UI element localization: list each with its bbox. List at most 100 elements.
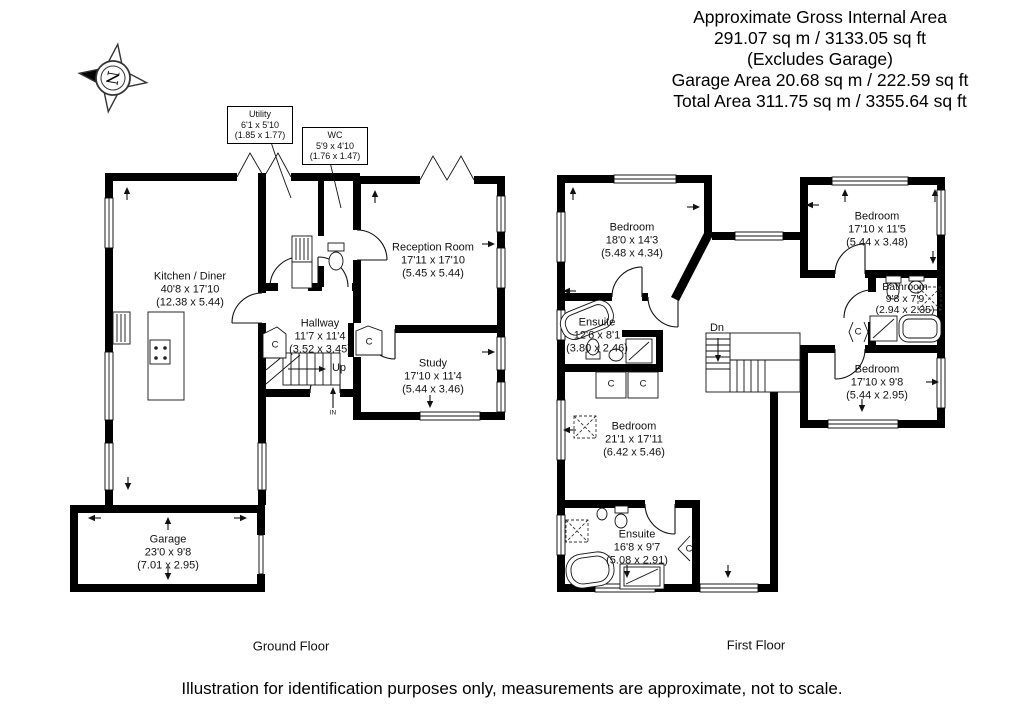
room-dim-metric: (5.44 x 3.46) bbox=[402, 383, 464, 396]
room-dim-imperial: 12'6 x 8'1 bbox=[573, 329, 621, 342]
closet-label: C bbox=[854, 326, 862, 338]
room-name: Bedroom bbox=[609, 221, 655, 234]
first-windows bbox=[556, 174, 946, 593]
ensuite2-label: Ensuite 16'8 x 9'7 (5.08 x 2.91) bbox=[606, 529, 668, 568]
closet-bracket bbox=[677, 535, 691, 562]
garage-label: Garage 23'0 x 9'8 (7.01 x 2.95) bbox=[137, 534, 199, 573]
closet-label: C bbox=[607, 378, 615, 390]
area-summary: Approximate Gross Internal Area 291.07 s… bbox=[630, 7, 1010, 112]
closet-first-1 bbox=[595, 371, 627, 399]
utility-leader-line bbox=[269, 138, 292, 199]
room-dim-metric: (5.44 x 2.95) bbox=[846, 389, 908, 402]
room-name: Ensuite bbox=[578, 316, 616, 329]
room-dim-imperial: 16'8 x 9'7 bbox=[613, 541, 661, 554]
room-dim-metric: (1.85 x 1.77) bbox=[234, 130, 286, 140]
ensuite1-label: Ensuite 12'6 x 8'1 (3.80 x 2.46) bbox=[566, 317, 628, 356]
wc-toilet bbox=[327, 242, 345, 252]
bathroom-shower-dashed bbox=[917, 286, 942, 311]
ensuite2-bathtub bbox=[565, 551, 615, 589]
room-dim-metric: (5.08 x 2.91) bbox=[606, 554, 668, 567]
first-fixtures bbox=[559, 275, 942, 590]
stairs-down bbox=[705, 332, 801, 393]
room-dim-imperial: 18'0 x 14'3 bbox=[605, 234, 659, 247]
room-name: Hallway bbox=[300, 317, 340, 330]
room-dim-imperial: 17'11 x 17'10 bbox=[401, 254, 465, 267]
utility-label-box: Utility 6'1 x 5'10 (1.85 x 1.77) bbox=[227, 106, 293, 144]
ground-windows bbox=[104, 195, 506, 575]
ensuite1-sink bbox=[608, 348, 624, 362]
room-name: Ensuite bbox=[618, 528, 656, 541]
stairs-up-label: Up bbox=[331, 362, 347, 374]
utility-appliance bbox=[291, 235, 313, 263]
room-dim-imperial: 21'1 x 17'11 bbox=[605, 433, 663, 446]
wc-label-box: WC 5'9 x 4'10 (1.76 x 1.47) bbox=[302, 127, 368, 165]
room-dim-imperial: 9'8 x 7'9 bbox=[885, 292, 925, 305]
area-summary-line: (Excludes Garage) bbox=[747, 49, 893, 69]
wall-break-zigzag bbox=[236, 152, 292, 178]
kitchen-island bbox=[147, 311, 185, 401]
room-dim-metric: (7.01 x 2.95) bbox=[137, 559, 199, 572]
room-dim-metric: (3.52 x 3.45) bbox=[289, 343, 351, 356]
first-doors bbox=[611, 243, 873, 535]
room-dim-metric: (2.94 x 2.35) bbox=[875, 303, 935, 316]
area-summary-line: Approximate Gross Internal Area bbox=[693, 7, 947, 27]
room-dim-imperial: 17'10 x 11'4 bbox=[404, 370, 462, 383]
room-name: Study bbox=[418, 357, 448, 370]
room-dim-imperial: 23'0 x 9'8 bbox=[144, 546, 192, 559]
ensuite2-toilet bbox=[614, 505, 629, 514]
room-dim-metric: (6.42 x 5.46) bbox=[603, 446, 665, 459]
bedroom3-label: Bedroom 17'10 x 9'8 (5.44 x 2.95) bbox=[846, 364, 908, 403]
area-summary-line: 291.07 sq m / 3133.05 sq ft bbox=[713, 28, 927, 48]
bathroom-bathtub bbox=[898, 314, 942, 343]
room-dim-imperial: 17'10 x 11'5 bbox=[848, 223, 906, 236]
ensuite2-sink bbox=[596, 507, 608, 521]
room-name: Garage bbox=[149, 533, 187, 546]
hob bbox=[149, 339, 171, 365]
compass-letter: N bbox=[102, 69, 123, 86]
area-summary-line: Total Area 311.75 sq m / 3355.64 sq ft bbox=[673, 91, 967, 111]
closet-label: C bbox=[271, 339, 279, 351]
room-dim-metric: (5.45 x 5.44) bbox=[402, 267, 464, 280]
entry-in-label: IN bbox=[329, 409, 337, 417]
room-name: WC bbox=[327, 130, 343, 140]
closet-ground-right bbox=[355, 325, 383, 356]
closet-label: C bbox=[639, 378, 647, 390]
ground-floor-caption: Ground Floor bbox=[252, 638, 330, 654]
room-name: Bedroom bbox=[611, 420, 657, 433]
dashed-marker bbox=[573, 415, 597, 439]
room-dim-imperial: 17'10 x 9'8 bbox=[850, 376, 904, 389]
room-dim-imperial: 11'7 x 11'4 bbox=[294, 330, 346, 343]
bedroom2-label: Bedroom 17'10 x 11'5 (5.44 x 3.48) bbox=[846, 211, 908, 250]
room-dim-imperial: 40'8 x 17'10 bbox=[160, 283, 220, 296]
room-dim-imperial: 5'9 x 4'10 bbox=[316, 140, 354, 151]
wall-break-zigzag bbox=[419, 155, 475, 181]
room-name: Kitchen / Diner bbox=[153, 270, 227, 283]
wc-leader-line bbox=[329, 161, 342, 209]
hallway-label: Hallway 11'7 x 11'4 (3.52 x 3.45) bbox=[289, 318, 351, 357]
first-floor-caption: First Floor bbox=[726, 637, 786, 653]
room-name: Utility bbox=[249, 109, 271, 119]
area-summary-line: Garage Area 20.68 sq m / 222.59 sq ft bbox=[671, 70, 969, 90]
room-dim-metric: (3.80 x 2.46) bbox=[566, 342, 628, 355]
bathroom-label: Bathroom 9'8 x 7'9 (2.94 x 2.35) bbox=[875, 281, 935, 317]
room-name: Bedroom bbox=[854, 210, 900, 223]
garage-door bbox=[258, 534, 264, 575]
ensuite1-bathtub bbox=[559, 299, 614, 340]
reception-label: Reception Room 17'11 x 17'10 (5.45 x 5.4… bbox=[392, 242, 474, 281]
compass-icon: N bbox=[77, 42, 149, 114]
kitchen-sink bbox=[112, 311, 131, 345]
room-dim-metric: (1.76 x 1.47) bbox=[309, 151, 361, 161]
closet-label: C bbox=[365, 336, 373, 348]
dashed-marker bbox=[565, 519, 589, 543]
stairs-down-label: Dn bbox=[709, 322, 725, 334]
room-dim-metric: (12.38 x 5.44) bbox=[156, 296, 224, 309]
closet-label: C bbox=[685, 543, 693, 555]
closet-first-2 bbox=[627, 371, 659, 399]
study-label: Study 17'10 x 11'4 (5.44 x 3.46) bbox=[402, 358, 464, 397]
stairs-up bbox=[265, 352, 341, 386]
room-dim-metric: (5.48 x 4.34) bbox=[601, 247, 663, 260]
disclaimer-text: Illustration for identification purposes… bbox=[181, 679, 843, 698]
room-dim-imperial: 6'1 x 5'10 bbox=[241, 119, 279, 130]
